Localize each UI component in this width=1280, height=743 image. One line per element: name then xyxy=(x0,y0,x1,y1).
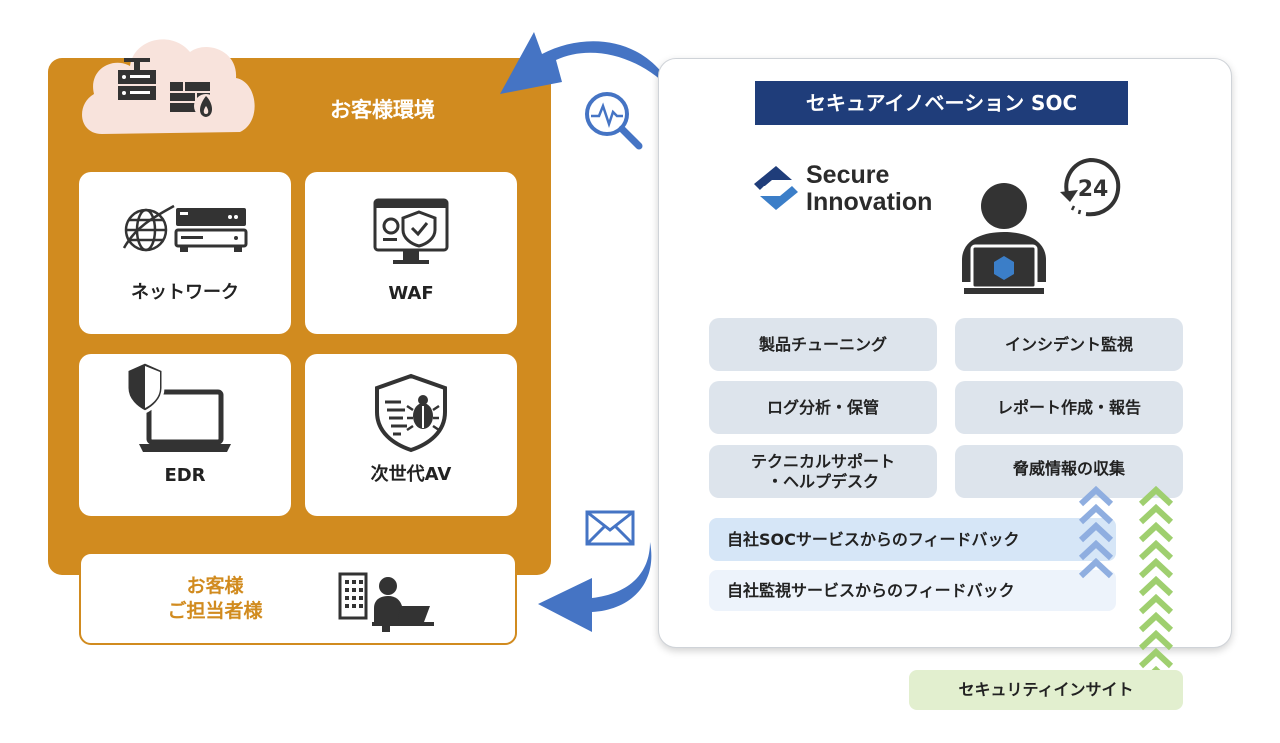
service-threat-intel: 脅威情報の収集 xyxy=(955,445,1183,498)
tile-waf-label: WAF xyxy=(388,283,434,304)
service-label-line-2: ・ヘルプデスク xyxy=(766,471,879,491)
soc-title: セキュアイノベーション SOC xyxy=(755,81,1128,125)
service-log-analysis: ログ分析・保管 xyxy=(709,381,937,434)
service-label: 製品チューニング xyxy=(758,334,887,354)
green-chevron-stack xyxy=(1138,485,1174,687)
monitoring-arrow xyxy=(500,32,675,94)
contact-line-1: お客様 xyxy=(186,575,244,597)
service-product-tuning: 製品チューニング xyxy=(709,318,937,371)
service-technical-support: テクニカルサポート ・ヘルプデスク xyxy=(709,445,937,498)
secure-innovation-logo-mark xyxy=(754,166,798,210)
24-hour-label: 24 xyxy=(1078,177,1109,202)
service-label: 脅威情報の収集 xyxy=(1012,458,1125,478)
contact-line-2: ご担当者様 xyxy=(167,600,263,622)
waf-monitor-shield-icon xyxy=(373,198,449,264)
customer-contact-box xyxy=(79,552,517,645)
report-arrow xyxy=(538,542,652,632)
tile-network-label: ネットワーク xyxy=(131,282,239,303)
customer-environment-title: お客様環境 xyxy=(330,98,435,122)
tile-network: ネットワーク xyxy=(79,172,291,334)
security-insight-label: セキュリティインサイト xyxy=(909,670,1183,710)
analysis-magnifier-icon xyxy=(585,92,643,150)
service-incident-monitoring: インシデント監視 xyxy=(955,318,1183,371)
tile-edr-label: EDR xyxy=(164,465,206,486)
service-label: ログ分析・保管 xyxy=(766,397,879,417)
network-globe-router-icon xyxy=(122,204,248,252)
service-label: インシデント監視 xyxy=(1004,334,1133,354)
logo-line-1: Secure xyxy=(806,161,890,189)
ngav-bug-shield-icon xyxy=(375,373,447,453)
service-reporting: レポート作成・報告 xyxy=(955,381,1183,434)
tile-ngav: 次世代AV xyxy=(305,354,517,516)
office-worker-icon xyxy=(338,572,434,632)
24-hour-icon: 24 xyxy=(1060,157,1121,217)
firewall-icon xyxy=(170,82,218,118)
tile-ngav-label: 次世代AV xyxy=(370,464,452,485)
operator-at-laptop-icon xyxy=(962,183,1046,294)
customer-contact-label: お客様 ご担当者様 xyxy=(140,574,290,624)
cloud-icon xyxy=(82,39,255,134)
logo-line-2: Innovation xyxy=(806,188,933,216)
edr-laptop-shield-icon xyxy=(125,362,231,452)
service-label: レポート作成・報告 xyxy=(996,397,1141,417)
blue-chevron-stack xyxy=(1078,485,1114,579)
secure-innovation-logo-text: Secure Innovation xyxy=(806,162,932,216)
tile-waf: WAF xyxy=(305,172,517,334)
tile-edr: EDR xyxy=(79,354,291,516)
mail-envelope-icon xyxy=(585,510,635,546)
feedback-monitoring-service: 自社監視サービスからのフィードバック xyxy=(709,570,1116,611)
feedback-soc-service: 自社SOCサービスからのフィードバック xyxy=(709,518,1116,561)
server-icon xyxy=(118,58,156,100)
service-label-line-1: テクニカルサポート xyxy=(750,451,895,471)
